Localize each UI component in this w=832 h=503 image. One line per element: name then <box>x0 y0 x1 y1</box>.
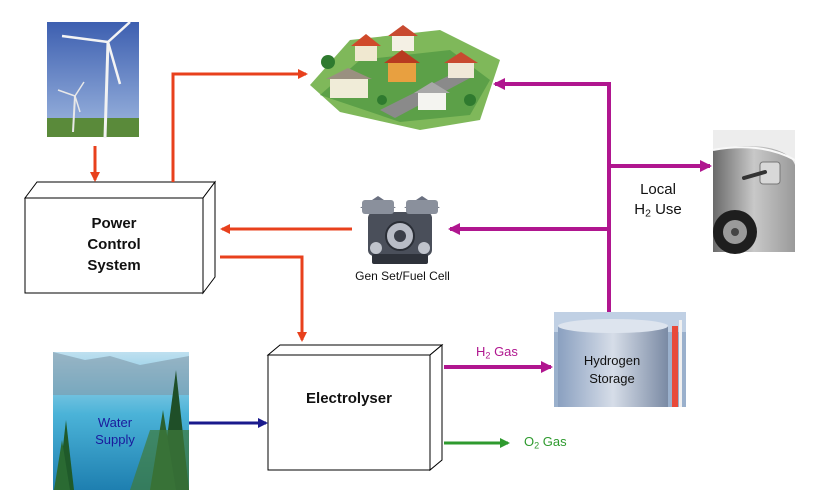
electrolyser-label: Electrolyser <box>306 390 392 407</box>
power-control-line3: System <box>87 257 141 274</box>
electrolyser-box <box>266 343 444 472</box>
water-supply-label: Water Supply <box>73 414 157 448</box>
local-use-sub: 2 <box>645 207 651 220</box>
hydrogen-car-image <box>712 130 796 254</box>
village-houses-image <box>310 25 500 130</box>
arrow-power-to-houses <box>171 69 308 182</box>
power-control-box <box>24 180 216 295</box>
wind-turbine-image <box>47 21 139 139</box>
h2-gas-rest: Gas <box>490 344 518 359</box>
local-use-line1: Local <box>640 181 676 198</box>
arrow-storage-to-houses <box>493 78 611 312</box>
hydrogen-storage-line1: Hydrogen <box>583 353 641 368</box>
arrow-power-to-electrolyser <box>220 255 307 342</box>
local-use-rest: Use <box>650 201 682 218</box>
h2-gas-label: H2 Gas <box>476 344 546 361</box>
o2-gas-symbol: O <box>524 434 535 449</box>
local-h2-use-label: Local H2 Use <box>618 180 698 224</box>
power-control-line1: Power <box>91 215 137 232</box>
hydrogen-storage-label: Hydrogen Storage <box>562 352 662 388</box>
power-control-label: Power Control System <box>30 213 198 276</box>
local-use-h: H <box>634 201 646 218</box>
o2-gas-rest: Gas <box>539 434 567 449</box>
h2-gas-sub: 2 <box>485 350 491 361</box>
o2-gas-label: O2 Gas <box>524 434 594 451</box>
engine-image <box>360 196 440 264</box>
o2-gas-sub: 2 <box>534 440 540 451</box>
gen-set-label: Gen Set/Fuel Cell <box>355 269 450 283</box>
power-control-line2: Control <box>87 236 141 253</box>
water-supply-image <box>53 352 189 490</box>
h2-gas-symbol: H <box>476 344 486 359</box>
hydrogen-storage-line2: Storage <box>589 371 635 386</box>
water-supply-line2: Supply <box>95 432 135 447</box>
hydrogen-storage-image <box>554 312 686 407</box>
local-use-line2: H2 Use <box>618 200 698 224</box>
water-supply-line1: Water <box>97 415 133 430</box>
